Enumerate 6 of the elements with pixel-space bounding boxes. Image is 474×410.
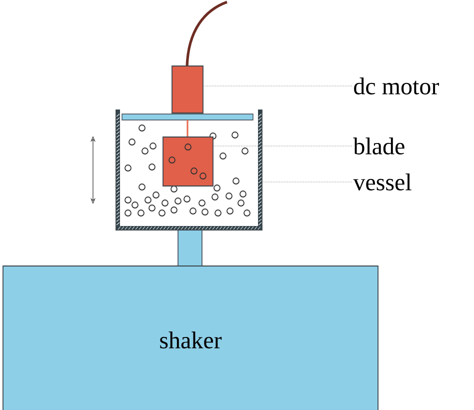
motor (172, 66, 204, 114)
part-label: dc motor (354, 78, 439, 94)
blade (162, 136, 214, 186)
shaker-box: shaker (2, 266, 378, 410)
part-label: blade (353, 138, 404, 154)
part-label: vessel (353, 174, 412, 190)
